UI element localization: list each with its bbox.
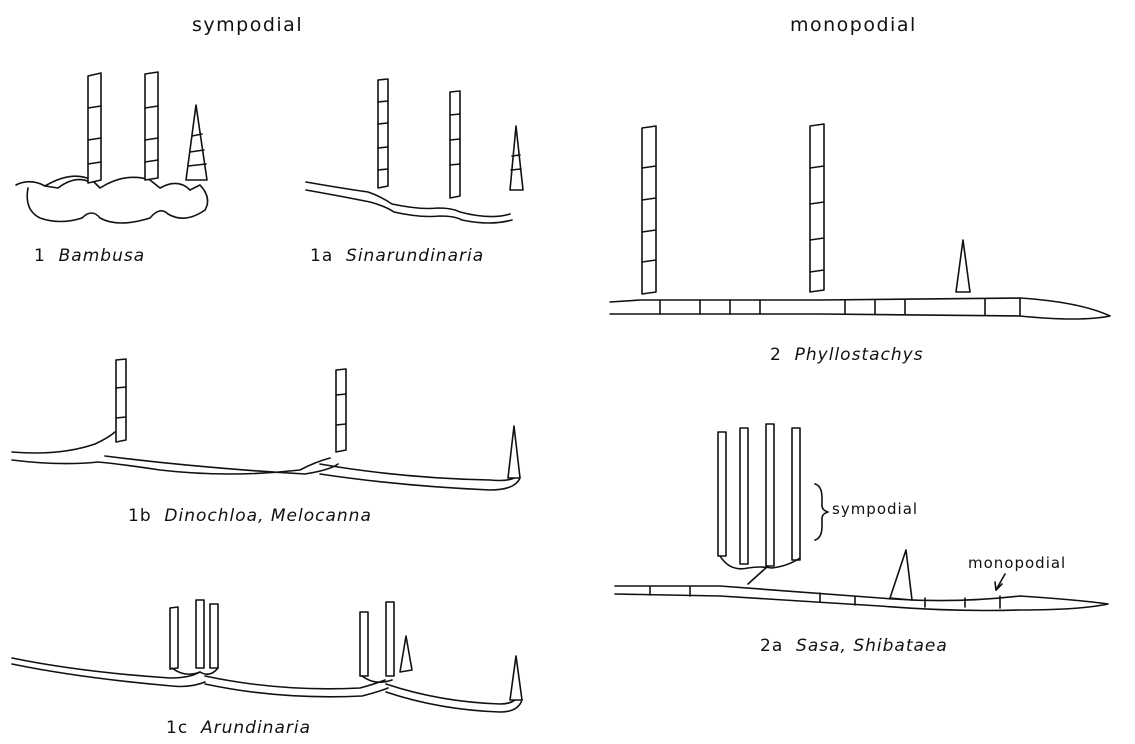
heading-sympodial: sympodial <box>192 14 303 36</box>
bambusa-drawing <box>16 72 208 223</box>
phyllostachys-drawing <box>610 124 1110 319</box>
panel-number: 1a <box>310 246 333 266</box>
panel-label-1b: 1b Dinochloa, Melocanna <box>128 506 372 526</box>
panel-label-2: 2 Phyllostachys <box>770 345 924 365</box>
panel-genus: Dinochloa, Melocanna <box>164 506 371 526</box>
annotation-sympodial: sympodial <box>832 500 918 518</box>
panel-number: 2 <box>770 345 782 365</box>
panel-label-1c: 1c Arundinaria <box>166 718 311 738</box>
dinochloa-drawing <box>12 359 520 490</box>
panel-genus: Sasa, Shibataea <box>796 636 948 656</box>
panel-label-1: 1 Bambusa <box>34 246 145 266</box>
sinarundinaria-drawing <box>306 79 523 223</box>
panel-number: 2a <box>760 636 783 656</box>
panel-genus: Bambusa <box>59 246 145 266</box>
panel-label-2a: 2a Sasa, Shibataea <box>760 636 948 656</box>
heading-monopodial: monopodial <box>790 14 917 36</box>
panel-genus: Arundinaria <box>201 718 311 738</box>
arundinaria-drawing <box>12 600 522 712</box>
panel-number: 1b <box>128 506 152 526</box>
panel-genus: Phyllostachys <box>795 345 924 365</box>
panel-genus: Sinarundinaria <box>346 246 484 266</box>
panel-number: 1c <box>166 718 188 738</box>
panel-number: 1 <box>34 246 46 266</box>
annotation-monopodial: monopodial <box>968 554 1066 572</box>
panel-label-1a: 1a Sinarundinaria <box>310 246 484 266</box>
